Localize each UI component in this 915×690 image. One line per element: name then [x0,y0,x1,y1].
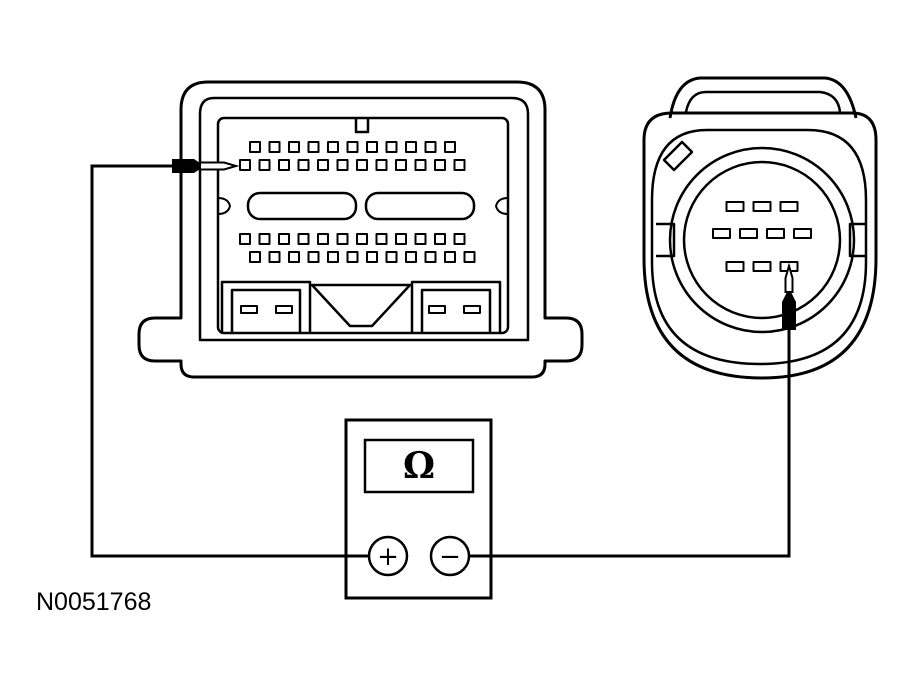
connector-pin [405,141,417,153]
connector-pin [297,159,310,171]
round-connector-pins [712,201,812,272]
connector-pin [434,159,446,171]
connector-pin [424,141,437,153]
connector-pin [779,201,799,212]
negative-terminal-symbol: − [439,542,461,572]
connector-pin [424,251,437,263]
module-connector-right-slot [364,191,476,221]
connector-pin [366,141,378,153]
round-connector-right-key [848,222,866,258]
connector-pin [385,251,398,263]
connector-pin [395,159,407,171]
connector-pin [346,141,359,153]
connector-pin [327,251,339,263]
connector-pin [752,261,772,272]
module-connector [137,80,584,379]
connector-pin [712,228,731,239]
negative-probe-tip [784,262,794,293]
ohmmeter-display [363,438,475,494]
connector-pin [307,251,320,263]
ohmmeter: Ω + − [344,418,493,600]
ohm-symbol: Ω [403,445,435,487]
connector-pin [356,233,368,245]
round-connector-top-cap-inner [684,90,842,113]
connector-pin [385,141,398,153]
connector-pin [336,233,349,245]
module-connector-pins [239,141,476,263]
round-connector-face-inner [682,160,842,320]
module-connector-center-tab [310,283,412,328]
connector-pin [239,233,251,245]
connector-pin [346,251,359,263]
connector-pin [317,159,329,171]
connector-pin [307,141,320,153]
module-connector-latch-pin [463,305,481,314]
connector-pin [239,159,251,171]
module-connector-latch-pin [240,305,258,314]
connector-pin [395,233,407,245]
connector-pin [366,251,378,263]
round-connector-outer-body [642,111,878,380]
connector-pin [268,141,281,153]
positive-probe-tip [199,161,240,171]
connector-pin [414,159,427,171]
connector-pin [434,233,446,245]
figure-id-label: N0051768 [36,588,152,616]
round-connector-top-left-key [662,140,694,172]
module-connector-outer-housing [137,80,584,379]
negative-test-lead [469,262,796,558]
connector-pin [375,233,388,245]
connector-pin [444,251,456,263]
round-connector-left-key [656,222,676,258]
negative-probe-body [782,292,796,330]
positive-test-lead [90,159,369,558]
module-connector-key-notch [354,118,370,134]
connector-pin [793,228,812,239]
module-connector-left-latch [220,280,312,334]
positive-probe-body [172,159,200,173]
connector-pin [258,233,271,245]
connector-pin [317,233,329,245]
connector-pin [249,251,261,263]
connector-pin [739,228,758,239]
connector-pin [725,201,745,212]
connector-pin [327,141,339,153]
negative-lead-wire [469,322,791,558]
connector-pin [356,159,368,171]
connector-pin [278,159,290,171]
connector-pin [375,159,388,171]
positive-terminal-symbol: + [377,542,399,572]
connector-pin [288,141,300,153]
module-connector-right-latch [410,280,502,334]
connector-pin [725,261,745,272]
connector-pin [453,159,466,171]
module-connector-inner-housing [198,96,530,342]
round-connector-inner-ring [650,128,868,366]
connector-pin [297,233,310,245]
connector-pin [752,201,772,212]
connector-pin [258,159,271,171]
connector-pin [414,233,427,245]
connector-pin [444,141,456,153]
connector-pin [288,251,300,263]
module-connector-right-side-notch [495,197,509,215]
connector-pin [405,251,417,263]
connector-pin [336,159,349,171]
connector-pin [268,251,281,263]
round-connector-top-cap [668,76,858,119]
round-connector [642,76,878,380]
positive-lead-wire [90,164,369,558]
connector-pin [453,233,466,245]
round-connector-face [668,146,856,334]
module-connector-latch-pin [428,305,446,314]
connector-pin [463,251,476,263]
connector-pin [766,228,785,239]
module-connector-face [216,116,510,335]
module-connector-left-slot [246,191,358,221]
connector-pin [249,141,261,153]
module-connector-latch-pin [275,305,293,314]
module-connector-left-side-notch [217,197,231,215]
connector-pin [278,233,290,245]
